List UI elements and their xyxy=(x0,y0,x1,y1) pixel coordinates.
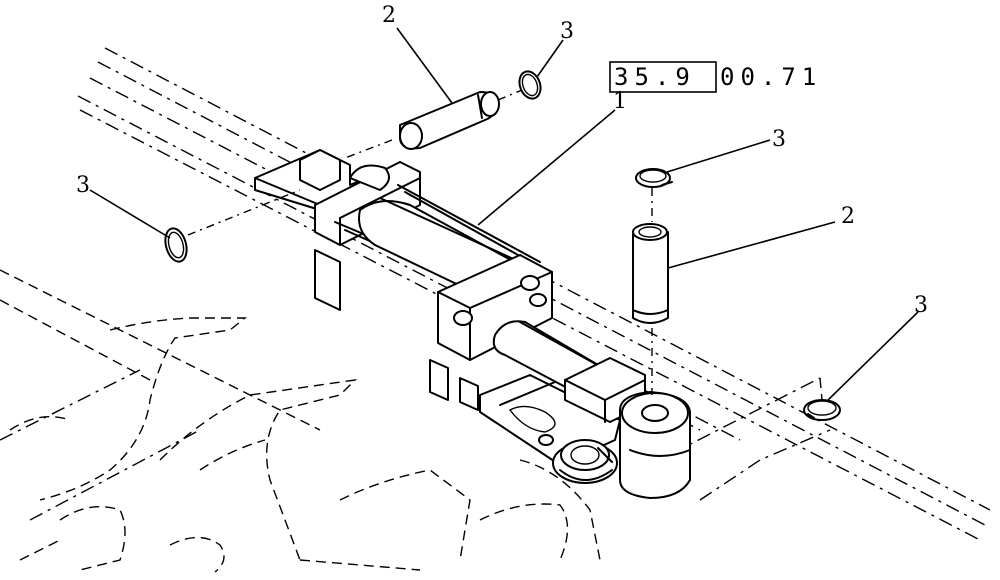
reference-code-boxed-part: 35.9 xyxy=(614,63,696,91)
callout-3-left: 3 xyxy=(76,173,90,198)
callout-2-top: 2 xyxy=(382,3,396,28)
reference-code-box xyxy=(609,61,717,93)
snap-ring-left xyxy=(164,227,188,263)
callout-3-right-upper: 3 xyxy=(772,127,786,152)
hydraulic-cylinder xyxy=(254,149,691,499)
callout-2-right: 2 xyxy=(841,204,855,229)
pin-top xyxy=(399,91,500,150)
assembly-axis-lines xyxy=(187,89,653,395)
pin-right xyxy=(632,223,669,324)
snap-ring-top xyxy=(518,70,542,100)
snap-ring-right-upper xyxy=(635,168,673,188)
leader-lines xyxy=(89,27,919,401)
snap-ring-right-lower xyxy=(803,399,841,421)
callout-3-top: 3 xyxy=(560,19,574,44)
reference-code: 35.9 00.71 xyxy=(609,61,822,93)
callout-3-right-lower: 3 xyxy=(914,293,928,318)
callout-1: 1 xyxy=(613,89,627,114)
reference-code-trailing-part: 00.71 xyxy=(720,63,822,91)
